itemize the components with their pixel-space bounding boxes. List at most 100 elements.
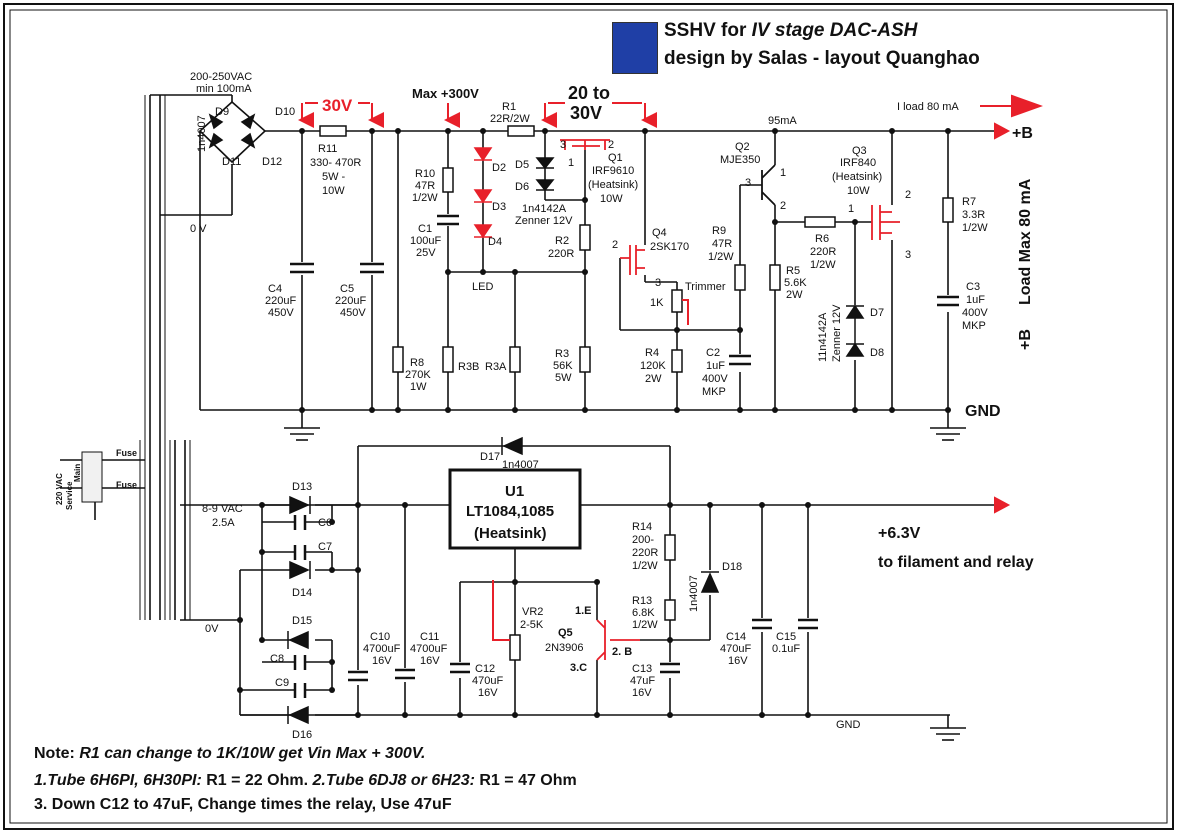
svg-text:200-250VAC: 200-250VAC [190, 71, 252, 83]
svg-text:4700uF: 4700uF [410, 643, 448, 655]
svg-text:R6: R6 [815, 233, 829, 245]
svg-text:2N3906: 2N3906 [545, 642, 584, 654]
svg-text:C5: C5 [340, 283, 354, 295]
svg-text:(Heatsink): (Heatsink) [832, 171, 882, 183]
svg-text:D3: D3 [492, 201, 506, 213]
svg-text:3.3R: 3.3R [962, 209, 985, 221]
svg-text:100uF: 100uF [410, 235, 441, 247]
title-line-1: SSHV for IV stage DAC-ASH [664, 20, 918, 41]
svg-text:220uF: 220uF [335, 295, 366, 307]
svg-text:2: 2 [612, 239, 618, 251]
svg-text:10W: 10W [600, 193, 623, 205]
ground-symbols [284, 410, 966, 741]
svg-text:20 to: 20 to [568, 83, 610, 103]
svg-text:D17: D17 [480, 451, 500, 463]
resistor-r14 [664, 534, 676, 561]
svg-text:1: 1 [780, 167, 786, 179]
svg-text:MJE350: MJE350 [720, 154, 760, 166]
svg-text:D13: D13 [292, 481, 312, 493]
svg-text:10W: 10W [847, 185, 870, 197]
diodes [208, 113, 865, 725]
svg-text:1n4007: 1n4007 [196, 115, 208, 152]
svg-text:47R: 47R [712, 238, 732, 250]
svg-text:450V: 450V [268, 307, 294, 319]
svg-text:C4: C4 [268, 283, 282, 295]
svg-text:3: 3 [745, 177, 751, 189]
svg-text:47R: 47R [415, 180, 435, 192]
junction-dots [237, 128, 951, 718]
capacitors [290, 214, 959, 698]
svg-text:MKP: MKP [702, 386, 726, 398]
svg-text:min 100mA: min 100mA [196, 83, 252, 95]
title-line-2: design by Salas - layout Quanghao [664, 48, 980, 69]
svg-text:16V: 16V [478, 687, 498, 699]
svg-text:56K: 56K [553, 360, 573, 372]
svg-text:MKP: MKP [962, 320, 986, 332]
svg-text:2: 2 [905, 189, 911, 201]
svg-text:R3: R3 [555, 348, 569, 360]
svg-text:Q1: Q1 [608, 152, 623, 164]
potentiometer-vr2 [509, 634, 521, 661]
svg-text:1/2W: 1/2W [708, 251, 734, 263]
svg-text:330- 470R: 330- 470R [310, 157, 361, 169]
svg-text:D4: D4 [488, 236, 502, 248]
svg-text:1: 1 [848, 203, 854, 215]
svg-text:+B: +B [1012, 125, 1033, 142]
svg-text:1K: 1K [650, 297, 664, 309]
svg-text:10W: 10W [322, 185, 345, 197]
svg-text:Load Max 80 mA: Load Max 80 mA [1017, 178, 1034, 305]
svg-text:LT1084,1085: LT1084,1085 [466, 503, 554, 520]
svg-text:Fuse: Fuse [116, 448, 137, 458]
svg-text:220uF: 220uF [265, 295, 296, 307]
leds [473, 147, 493, 239]
transformer [81, 95, 191, 620]
svg-text:1W: 1W [410, 381, 427, 393]
svg-text:Zenner 12V: Zenner 12V [515, 215, 573, 227]
svg-text:D7: D7 [870, 307, 884, 319]
svg-text:16V: 16V [632, 687, 652, 699]
svg-text:6.8K: 6.8K [632, 607, 655, 619]
svg-text:to filament and relay: to filament and relay [878, 554, 1034, 571]
svg-text:C7: C7 [318, 541, 332, 553]
svg-text:(Heatsink): (Heatsink) [474, 525, 547, 542]
svg-text:D6: D6 [515, 181, 529, 193]
svg-text:1uF: 1uF [706, 360, 725, 372]
svg-text:Trimmer: Trimmer [685, 281, 726, 293]
svg-text:470uF: 470uF [472, 675, 503, 687]
svg-text:C1: C1 [418, 223, 432, 235]
svg-text:Main: Main [73, 464, 82, 482]
svg-text:2: 2 [780, 200, 786, 212]
resistor-r2 [579, 224, 591, 251]
svg-text:5W: 5W [555, 372, 572, 384]
svg-text:R4: R4 [645, 347, 659, 359]
svg-text:D18: D18 [722, 561, 742, 573]
svg-text:D5: D5 [515, 159, 529, 171]
svg-text:D8: D8 [870, 347, 884, 359]
svg-text:0 V: 0 V [190, 223, 207, 235]
svg-text:16V: 16V [728, 655, 748, 667]
svg-text:Service: Service [65, 481, 74, 510]
resistor-r3a [509, 346, 521, 373]
svg-text:0.1uF: 0.1uF [772, 643, 800, 655]
svg-text:5W -: 5W - [322, 171, 346, 183]
svg-text:400V: 400V [702, 373, 728, 385]
svg-text:C11: C11 [420, 631, 439, 643]
svg-text:1/2W: 1/2W [632, 560, 658, 572]
svg-text:C8: C8 [270, 653, 284, 665]
svg-text:3: 3 [905, 249, 911, 261]
svg-text:1n4007: 1n4007 [502, 459, 539, 471]
svg-text:1/2W: 1/2W [632, 619, 658, 631]
svg-text:1n4142A: 1n4142A [522, 203, 567, 215]
svg-text:1uF: 1uF [966, 294, 985, 306]
svg-text:D16: D16 [292, 729, 312, 741]
svg-text:450V: 450V [340, 307, 366, 319]
svg-text:D11: D11 [222, 156, 241, 168]
trimmer-resistor [671, 289, 683, 313]
svg-text:2W: 2W [645, 373, 662, 385]
svg-text:LED: LED [472, 281, 493, 293]
resistor-r11 [319, 125, 347, 137]
svg-text:D9: D9 [215, 106, 229, 118]
svg-text:2.5A: 2.5A [212, 517, 235, 529]
svg-text:R1: R1 [502, 101, 516, 113]
